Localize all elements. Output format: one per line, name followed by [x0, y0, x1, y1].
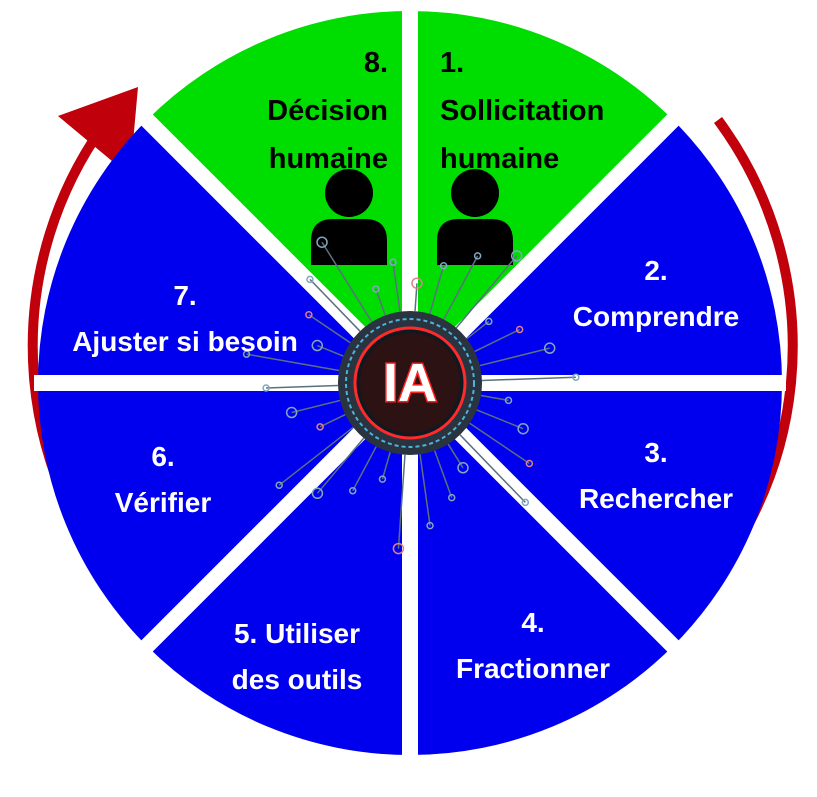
circuit-trace	[392, 262, 401, 312]
segment-wedge-2	[410, 119, 782, 384]
segment-2-label-line-2: Comprendre	[573, 301, 739, 332]
circuit-trace	[266, 384, 339, 389]
circuit-node	[285, 406, 298, 419]
segment-3-label-line-1: 3.	[644, 437, 667, 468]
segment-5-label-line-2: des outils	[232, 664, 363, 695]
circuit-node	[521, 498, 530, 507]
segment-wedge-6	[38, 383, 410, 647]
circuit-node	[275, 481, 283, 489]
segment-7-label-line-2: Ajuster si besoin	[72, 326, 298, 357]
circuit-node	[439, 261, 448, 270]
segment-wedge-7	[38, 119, 410, 384]
circuit-node	[311, 487, 324, 500]
segment-8-label-line-2: Décision	[267, 95, 388, 127]
circuit-node	[572, 373, 580, 381]
circuit-trace	[419, 454, 431, 526]
segment-wedge-3	[410, 383, 782, 647]
circuit-trace	[469, 422, 530, 465]
segment-8-label-line-1: 8.	[364, 47, 388, 79]
circuit-trace	[433, 450, 453, 498]
circuit-trace	[308, 314, 351, 344]
circuit-node	[262, 384, 270, 392]
circuit-trace	[397, 454, 406, 549]
circuit-node	[392, 542, 405, 555]
circuit-trace	[455, 255, 518, 329]
circuit-node	[348, 486, 357, 495]
segment-6-label-line-1: 6.	[151, 441, 174, 472]
segments-wheel	[38, 11, 782, 755]
segment-1-label-line-1: 1.	[440, 47, 464, 79]
circuit-trace	[481, 376, 576, 382]
circuit-node	[389, 258, 397, 266]
circuit-node	[411, 277, 423, 289]
circuit-node	[457, 462, 469, 474]
segment-5-label-line-1: 5. Utiliser	[234, 618, 360, 649]
circuit-trace	[459, 434, 526, 503]
circuit-trace	[309, 278, 361, 332]
circuit-decoration	[242, 236, 580, 555]
circuit-trace	[352, 446, 377, 492]
circuit-node	[447, 493, 456, 502]
circuit-node	[378, 475, 387, 483]
segment-6-label-line-2: Vérifier	[115, 487, 212, 518]
center-label: IA	[383, 353, 437, 413]
segment-3-label-line-2: Rechercher	[579, 483, 733, 514]
circuit-node	[504, 396, 513, 405]
core-inner	[360, 333, 460, 433]
circuit-trace	[479, 347, 550, 367]
circuit-trace	[443, 255, 479, 320]
circuit-trace	[476, 409, 524, 430]
ia-core: IA	[338, 311, 482, 455]
circuit-node	[525, 459, 534, 468]
circuit-trace	[466, 320, 490, 340]
circuit-node	[306, 275, 314, 284]
segment-1-label-line-3: humaine	[440, 143, 559, 175]
circuit-node	[311, 339, 324, 352]
segment-1-label-line-2: Sollicitation	[440, 95, 604, 127]
circuit-trace	[246, 353, 340, 372]
circuit-trace	[278, 426, 354, 486]
circuit-node	[316, 236, 328, 248]
circuit-trace	[429, 265, 445, 314]
segment-labels: 1. Sollicitation humaine 2. Comprendre 3. Rech…	[72, 47, 739, 695]
circuit-node	[316, 423, 324, 431]
segment-2-label-line-1: 2.	[644, 255, 667, 286]
segment-7-label-line-1: 7.	[173, 280, 196, 311]
segment-8-label-line-3: humaine	[269, 143, 388, 175]
circuit-trace	[319, 413, 346, 428]
circuit-trace	[291, 399, 341, 414]
person-icon	[311, 169, 387, 265]
circuit-trace	[316, 437, 365, 494]
segment-wedge-4	[410, 383, 674, 755]
circuit-trace	[321, 241, 373, 323]
circuit-trace	[375, 288, 387, 316]
person-icon	[437, 169, 513, 265]
segment-4-label-line-2: Fractionner	[456, 653, 610, 684]
circuit-node	[473, 252, 482, 260]
circuit-node	[485, 317, 493, 326]
circuit-node	[372, 285, 380, 293]
circuit-trace	[480, 394, 509, 402]
circuit-trace	[381, 452, 391, 480]
circuit-node	[510, 250, 523, 262]
circuit-node	[242, 350, 251, 358]
core-dash-ring	[345, 318, 475, 448]
circuit-node	[517, 422, 529, 435]
circuit-node	[543, 342, 556, 354]
segment-wedge-8	[146, 11, 410, 383]
circuit-trace	[474, 328, 520, 353]
segment-wedge-5	[146, 383, 410, 755]
circuit-node	[515, 325, 524, 334]
segment-4-label-line-1: 4.	[521, 607, 544, 638]
circuit-node	[426, 521, 434, 530]
segment-wedge-1	[410, 11, 674, 383]
circuit-node	[305, 311, 313, 319]
